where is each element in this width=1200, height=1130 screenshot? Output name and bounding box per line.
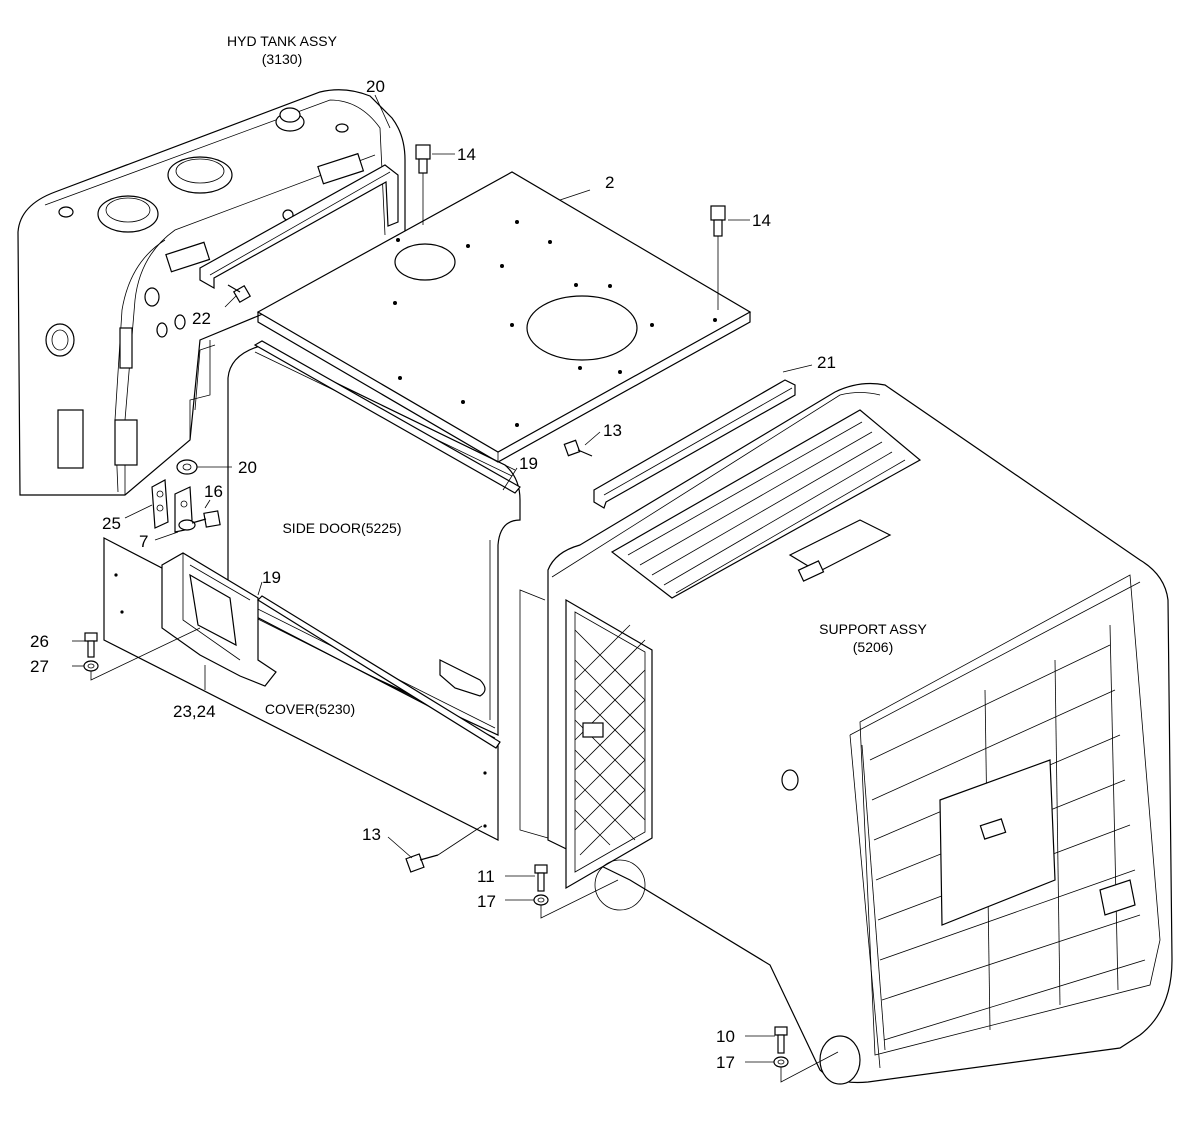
callout-27: 27: [30, 657, 49, 676]
callout-14a: 14: [457, 145, 476, 164]
cover-title: COVER(5230): [265, 701, 355, 717]
callout-10: 10: [716, 1027, 735, 1046]
callout-17b: 17: [716, 1053, 735, 1072]
callout-20a: 20: [366, 77, 385, 96]
bolt-26-icon: [84, 632, 98, 658]
callout-23-24: 23,24: [173, 702, 216, 721]
top-plate: [256, 171, 752, 463]
callout-13a: 13: [603, 421, 622, 440]
callout-17a: 17: [477, 892, 496, 911]
leader-lines: [72, 94, 813, 1063]
side-door-title: SIDE DOOR(5225): [282, 520, 401, 536]
labels: HYD TANK ASSY (3130) SUPPORT ASSY (5206)…: [30, 33, 927, 1072]
bracket-21: [593, 379, 796, 509]
callout-20b: 20: [238, 458, 257, 477]
bolt-10-icon: [774, 1026, 788, 1054]
hyd-tank-code: (3130): [262, 51, 302, 67]
callout-22: 22: [192, 309, 211, 328]
side-door: [227, 345, 521, 736]
support-assy: [519, 382, 1173, 1085]
bolt-16-icon: [191, 510, 221, 528]
callout-25: 25: [102, 514, 121, 533]
callout-21: 21: [817, 353, 836, 372]
hyd-tank-assy: [17, 89, 406, 496]
callout-16: 16: [204, 482, 223, 501]
callout-2: 2: [605, 173, 614, 192]
bolt-14a-icon: [415, 144, 431, 225]
washer-17a-icon: [533, 879, 619, 919]
callout-14b: 14: [752, 211, 771, 230]
callout-13b: 13: [362, 825, 381, 844]
bracket-23-24: [161, 552, 277, 687]
callout-19a: 19: [519, 454, 538, 473]
plate-7-icon: [174, 486, 196, 533]
plate-25-icon: [151, 479, 169, 529]
bolt-22-icon: [227, 284, 252, 304]
washer-20b-icon: [176, 459, 198, 475]
callout-11: 11: [477, 867, 495, 886]
bolt-11-icon: [534, 864, 548, 892]
callout-19b: 19: [262, 568, 281, 587]
washer-17b-icon: [773, 1051, 839, 1083]
hardware: [83, 144, 839, 1083]
callout-7: 7: [139, 532, 148, 551]
callout-26: 26: [30, 632, 49, 651]
hyd-tank-title: HYD TANK ASSY: [227, 33, 338, 49]
bolt-14b-icon: [710, 205, 726, 310]
bolt-13a-icon: [563, 439, 593, 457]
support-code: (5206): [853, 639, 893, 655]
bolt-13b-icon: [405, 825, 483, 873]
hinge-rail: [253, 340, 521, 749]
support-title: SUPPORT ASSY: [819, 621, 927, 637]
bracket-20: [199, 164, 399, 290]
washer-27-icon: [83, 627, 201, 681]
